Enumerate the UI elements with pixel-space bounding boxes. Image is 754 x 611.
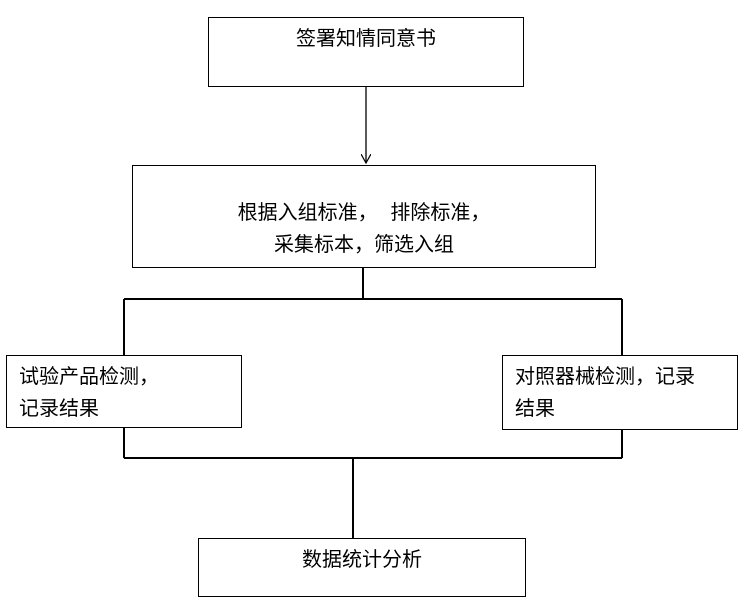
node-control-device-line2: 结果 (515, 396, 555, 420)
node-enrollment-screening-line2: 采集标本，筛选入组 (274, 232, 454, 256)
node-statistical-analysis-label: 数据统计分析 (302, 547, 422, 571)
node-test-product-line1: 试验产品检测， (19, 364, 159, 388)
node-control-device-line1: 对照器械检测，记录 (515, 364, 695, 388)
node-enrollment-screening-line1: 根据入组标准， 排除标准， (237, 200, 491, 224)
node-enrollment-screening: 根据入组标准， 排除标准， 采集标本，筛选入组 (132, 165, 596, 268)
node-informed-consent-label: 签署知情同意书 (296, 26, 436, 50)
node-control-device: 对照器械检测，记录 结果 (502, 355, 738, 430)
node-test-product-line2: 记录结果 (19, 396, 99, 420)
node-statistical-analysis: 数据统计分析 (198, 538, 526, 597)
node-informed-consent: 签署知情同意书 (208, 17, 524, 87)
node-test-product: 试验产品检测， 记录结果 (6, 355, 242, 428)
